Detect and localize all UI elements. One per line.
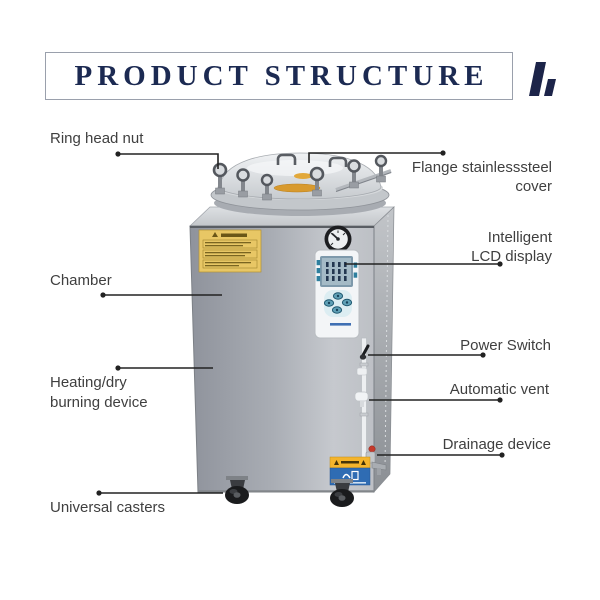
label-flange-cover-line2: cover <box>515 178 552 195</box>
lid-handle-icon <box>276 153 348 167</box>
gold-label <box>273 183 321 193</box>
caster-right <box>330 479 354 507</box>
warning-sticker <box>198 229 262 273</box>
power-switch-icon <box>359 344 370 360</box>
label-flange-cover: Flange stainlesssteel cover <box>412 158 552 196</box>
leader-lines <box>99 152 502 494</box>
label-chamber: Chamber <box>50 272 112 289</box>
label-power-switch: Power Switch <box>460 337 551 354</box>
control-panel <box>314 249 360 339</box>
label-ring-head-nut: Ring head nut <box>50 130 144 147</box>
label-lcd-display-line1: Intelligent <box>487 229 552 246</box>
label-heating-device: Heating/dry burning device <box>50 373 148 413</box>
ring-head-nuts <box>212 154 388 201</box>
label-heating-device-line1: Heating/dry <box>50 374 127 391</box>
label-heating-device-line2: burning device <box>50 394 148 411</box>
caster-left <box>225 476 249 504</box>
label-lcd-display: Intelligent LCD display <box>471 228 552 266</box>
leader-dots <box>96 150 505 496</box>
body-side-panel <box>373 206 395 493</box>
pipe-fitting <box>356 367 368 376</box>
label-flange-cover-line1: Flange stainlesssteel <box>411 159 552 176</box>
automatic-vent-icon <box>354 391 369 407</box>
flange-lid <box>210 152 392 216</box>
page-title: PRODUCT STRUCTURE <box>45 52 513 100</box>
panel-buttons <box>323 292 353 314</box>
caution-sticker <box>329 456 371 469</box>
label-lcd-display-line2: LCD display <box>471 248 552 265</box>
brand-logo-icon <box>529 62 556 96</box>
panel-side-buttons <box>316 260 358 282</box>
label-universal-casters: Universal casters <box>50 499 166 516</box>
label-drainage-device: Drainage device <box>442 436 551 453</box>
pressure-gauge-icon <box>324 225 352 253</box>
panel-brand-text <box>330 323 351 326</box>
drainage-valve-icon <box>365 445 387 475</box>
gold-label-small <box>294 173 312 179</box>
label-automatic-vent: Automatic vent <box>449 381 549 398</box>
